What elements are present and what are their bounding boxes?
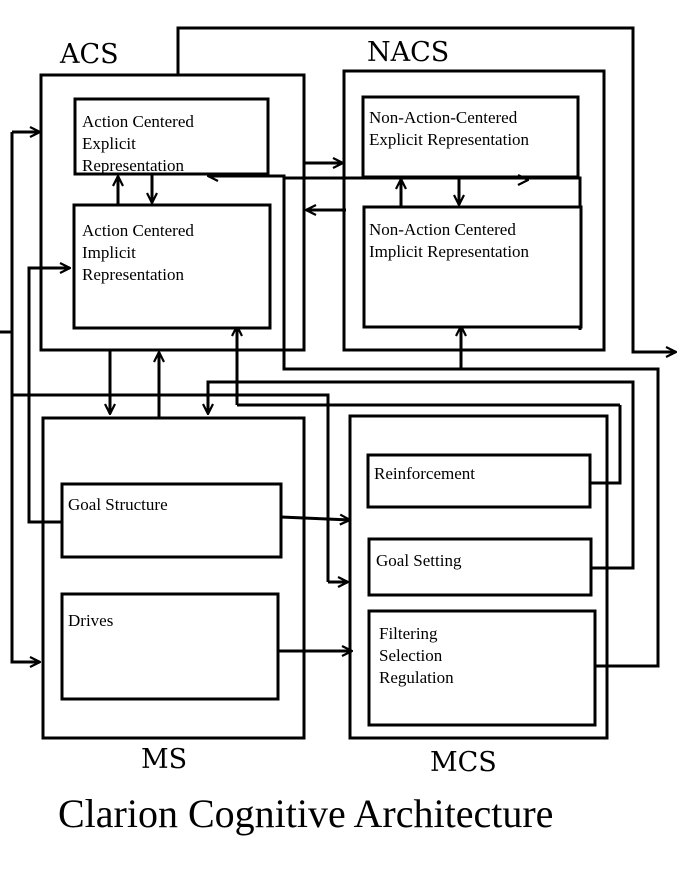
diagram-title: Clarion Cognitive Architecture	[58, 791, 553, 836]
drives-label: Drives	[68, 611, 113, 630]
nacs-explicit-box	[361, 95, 580, 179]
ms-frame	[41, 416, 306, 740]
filtering-label: Filtering Selection Regulation	[379, 624, 454, 687]
mcs-label: MCS	[430, 747, 497, 778]
goal-setting-to-ms-arrow	[208, 380, 635, 570]
acs-label: ACS	[59, 39, 119, 70]
goal-structure-to-mcs-arrow	[280, 517, 350, 520]
reinforcement-link	[590, 405, 622, 485]
mcs-frame	[348, 414, 609, 740]
nacs-implicit-box	[362, 205, 583, 329]
filtering-box	[367, 609, 597, 727]
nacs-explicit-label: Non-Action-Centered Explicit Representat…	[369, 108, 530, 149]
filtering-to-acs-explicit-arrow	[208, 176, 286, 178]
drives-box	[60, 592, 280, 701]
reinforcement-box	[366, 453, 592, 509]
nacs-label: NACS	[367, 37, 449, 68]
acs-implicit-label: Action Centered Implicit Representation	[82, 221, 198, 284]
reinforcement-label: Reinforcement	[374, 464, 475, 483]
goal-setting-box	[367, 537, 593, 597]
acs-frame	[39, 73, 306, 352]
left-trunk-to-ms	[10, 132, 40, 662]
goal-setting-label: Goal Setting	[376, 551, 462, 570]
output-arrow	[176, 26, 676, 352]
acs-explicit-box	[73, 97, 270, 176]
goal-structure-label: Goal Structure	[68, 495, 168, 514]
acs-implicit-box	[72, 203, 272, 330]
nacs-implicit-label: Non-Action Centered Implicit Representat…	[369, 220, 530, 261]
goal-structure-box	[60, 482, 283, 559]
acs-explicit-label: Action Centered Explicit Representation	[82, 112, 198, 175]
ms-label: MS	[141, 744, 187, 775]
inner-arrows	[118, 174, 528, 207]
